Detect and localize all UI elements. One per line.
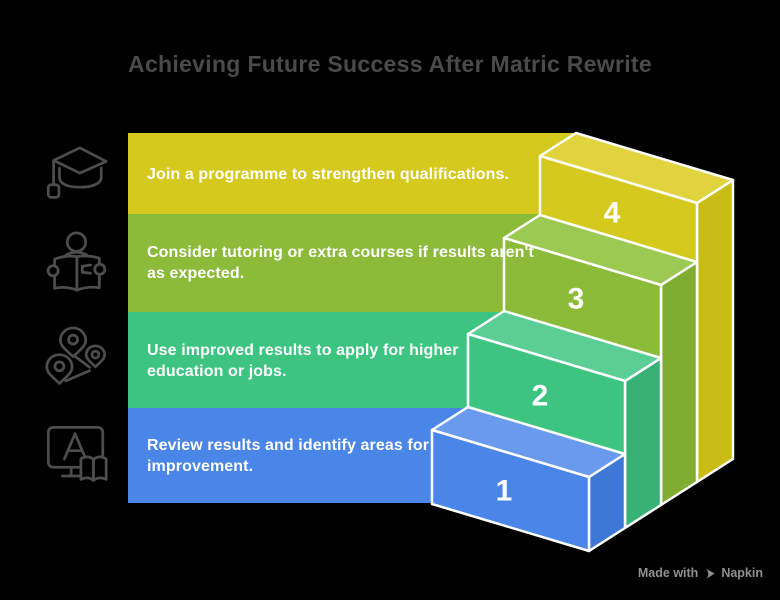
step-2-number: 2	[532, 380, 549, 413]
graduation-cap-icon	[46, 146, 108, 199]
step-1-number: 1	[496, 475, 513, 508]
pin-right	[84, 344, 107, 369]
route-line-1	[74, 355, 91, 369]
step-3-side-face	[659, 260, 699, 507]
staircase-steps: 4 3 2 1	[430, 131, 735, 553]
left-hand	[46, 264, 60, 278]
band-text-step-4: Join a programme to strengthen qualifica…	[147, 164, 509, 185]
band-text-line: as expected.	[147, 265, 245, 282]
cap-body	[58, 166, 103, 189]
person-reading-book-icon	[46, 231, 107, 292]
band-text-step-2: Use improved results to apply for higher…	[147, 340, 459, 382]
book-right-page	[92, 455, 108, 482]
pin-bottom-left	[45, 353, 74, 385]
band-text-line: Use improved results to apply for higher	[147, 342, 459, 359]
pin-top-hole	[67, 333, 79, 346]
band-step-3	[128, 214, 540, 312]
step-2-side-face	[623, 356, 663, 530]
band-step-2	[128, 312, 504, 408]
map-pins-icon	[45, 326, 107, 385]
band-text-line: education or jobs.	[147, 363, 287, 380]
step-3-number: 3	[568, 283, 585, 316]
right-hand	[93, 262, 107, 276]
pin-bottom-left-hole	[53, 360, 66, 373]
book-left-page	[79, 455, 95, 482]
watermark: Made with Napkin	[638, 566, 763, 580]
watermark-brand: Napkin	[721, 566, 763, 580]
band-step-4	[128, 133, 576, 214]
pin-top	[59, 326, 88, 358]
step-4-side-face	[695, 178, 735, 484]
step-4-number: 4	[604, 197, 621, 230]
monitor-with-book-icon	[46, 425, 108, 482]
band-text-line: Review results and identify areas for	[147, 437, 430, 454]
band-text-step-3: Consider tutoring or extra courses if re…	[147, 242, 534, 284]
napkin-logo-icon	[705, 567, 715, 579]
pin-right-hole	[90, 349, 101, 360]
watermark-prefix: Made with	[637, 566, 699, 580]
monitor-screen	[46, 425, 105, 469]
band-step-1	[128, 408, 468, 503]
step-box-1: 1	[430, 405, 627, 553]
tassel-end	[46, 183, 61, 199]
band-text-line: Join a programme to strengthen qualifica…	[147, 166, 509, 183]
band-text-line: Consider tutoring or extra courses if re…	[147, 244, 534, 261]
route-line-2	[64, 369, 91, 383]
band-text-line: improvement.	[147, 458, 254, 475]
monitor-stand	[61, 466, 83, 478]
page-detail	[80, 263, 92, 275]
letter-a	[63, 432, 88, 461]
step-1-front-face	[430, 428, 591, 553]
page-title: Achieving Future Success After Matric Re…	[128, 51, 652, 77]
cap-board	[52, 146, 108, 175]
band-text-step-1: Review results and identify areas for im…	[147, 435, 429, 477]
head	[65, 231, 88, 253]
